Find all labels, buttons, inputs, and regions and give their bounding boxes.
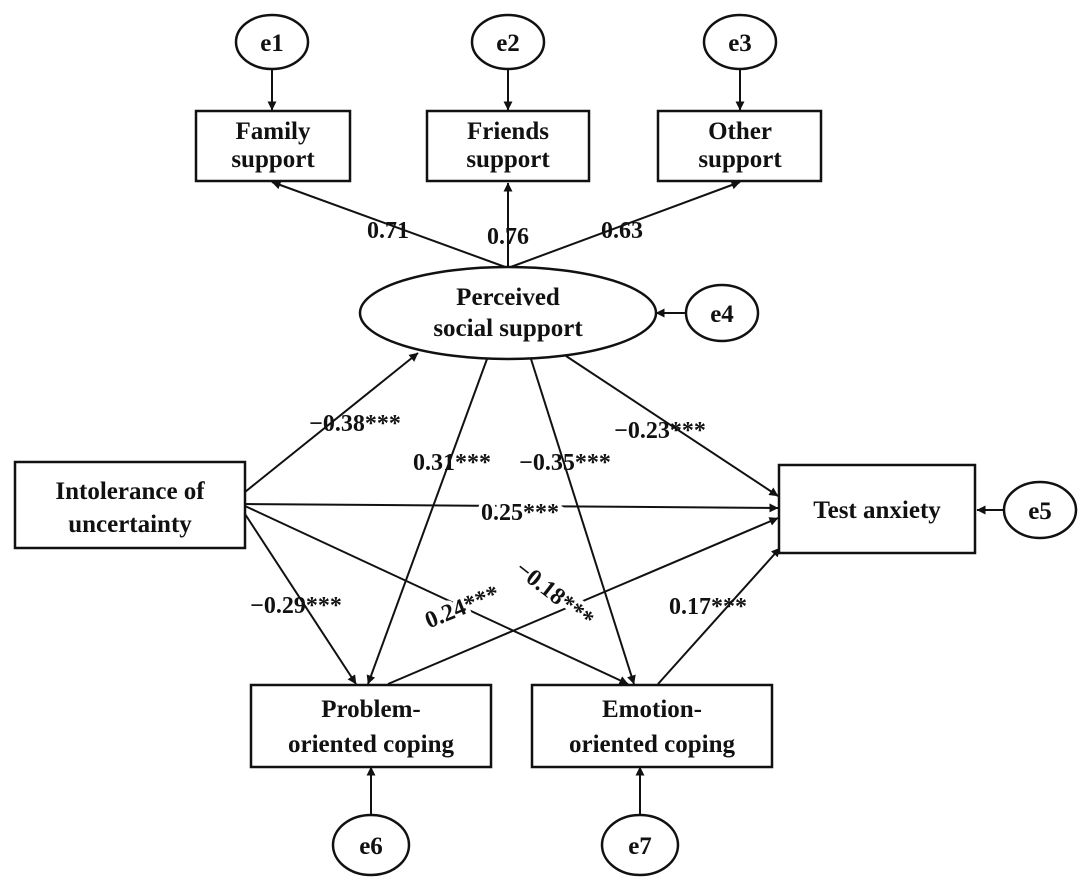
node-label-line2: social support	[433, 315, 583, 342]
node-label-line1: Emotion-	[602, 696, 702, 723]
edge-pss-family	[271, 180, 509, 269]
edge-pss-poc	[366, 358, 488, 685]
edge-pss-eoc	[530, 358, 636, 685]
node-label-line2: support	[231, 146, 315, 173]
coef-iu-poc: −0.29***	[250, 593, 342, 619]
error-label: e4	[710, 301, 734, 328]
node-label-line2: oriented coping	[288, 731, 454, 758]
error-e7: e7	[600, 813, 680, 877]
edge-iu-pss	[244, 352, 419, 493]
coef-poc-ta: −0.18***	[510, 556, 598, 633]
error-e4: e4	[684, 283, 760, 343]
coef-iu-eoc: 0.24***	[421, 581, 503, 634]
node-perceived-social-support: Perceived social support	[358, 265, 658, 361]
error-e6: e6	[331, 813, 411, 877]
node-label-line2: support	[466, 146, 550, 173]
edge-poc-ta	[387, 517, 779, 685]
coef-pss-eoc: −0.35***	[519, 450, 611, 476]
node-test-anxiety: Test anxiety	[777, 463, 977, 555]
node-label-line1: Friends	[467, 118, 549, 145]
node-label-line1: Perceived	[456, 284, 560, 311]
coef-pss-family: 0.71	[367, 218, 409, 244]
node-label-line2: support	[698, 146, 782, 173]
node-friends-support: Friends support	[425, 109, 591, 183]
node-emotion-oriented-coping: Emotion- oriented coping	[530, 683, 774, 769]
node-label-line1: Test anxiety	[813, 497, 941, 524]
edge-iu-poc	[244, 513, 357, 685]
coef-eoc-ta: 0.17***	[669, 594, 747, 620]
edge-iu-ta	[244, 503, 779, 513]
edge-pss-other	[507, 180, 741, 269]
coef-pss-poc: 0.31***	[413, 450, 491, 476]
node-label-line1: Problem-	[321, 696, 421, 723]
error-e5: e5	[1002, 480, 1078, 540]
error-label: e1	[260, 30, 284, 57]
coef-pss-other: 0.63	[601, 218, 643, 244]
error-e2: e2	[470, 13, 546, 71]
error-e3: e3	[702, 13, 778, 71]
node-other-support: Other support	[656, 109, 823, 183]
error-label: e5	[1028, 498, 1052, 525]
error-label: e3	[728, 30, 752, 57]
error-e1: e1	[234, 13, 310, 71]
node-family-support: Family support	[194, 109, 352, 183]
coef-iu-pss: −0.38***	[309, 411, 401, 437]
coef-iu-ta: 0.25***	[481, 500, 559, 526]
error-label: e7	[628, 833, 652, 860]
node-intolerance-of-uncertainty: Intolerance of uncertainty	[13, 460, 247, 550]
node-label-line2: uncertainty	[68, 511, 192, 538]
edge-pss-ta	[565, 355, 779, 497]
node-problem-oriented-coping: Problem- oriented coping	[249, 683, 493, 769]
edge-eoc-ta	[657, 547, 781, 685]
error-label: e6	[359, 833, 383, 860]
error-label: e2	[496, 30, 520, 57]
node-label-line1: Intolerance of	[55, 478, 205, 505]
coef-pss-ta: −0.23***	[614, 418, 706, 444]
node-label-line2: oriented coping	[569, 731, 735, 758]
coef-pss-friends: 0.76	[487, 224, 529, 250]
node-label-line1: Other	[708, 118, 772, 145]
node-label-line1: Family	[236, 118, 311, 145]
edge-iu-eoc	[244, 505, 629, 685]
